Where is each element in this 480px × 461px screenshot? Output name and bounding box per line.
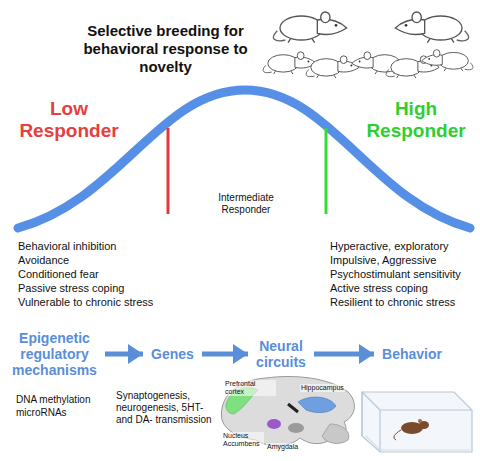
region-label: Hippocampus: [300, 384, 345, 392]
drawing-part: [422, 50, 473, 71]
trait-item: Hyperactive, exploratory: [330, 240, 478, 253]
flow-arrow: [202, 352, 248, 357]
flow-arrow: [314, 352, 374, 357]
trait-item: Behavioral inhibition: [18, 240, 168, 253]
region-label: Prefrontal cortex: [224, 380, 276, 396]
drawing-part: [366, 436, 470, 450]
region-label: Nucleus Accumbens: [222, 432, 264, 448]
region-label: Amygdala: [266, 443, 299, 451]
title-text: Selective breeding for behavioral respon…: [78, 22, 253, 76]
drawing-part: [418, 419, 422, 423]
stage-node: Neural circuits: [254, 338, 308, 370]
drawing-part: [322, 424, 349, 443]
drawing-part: [288, 423, 304, 433]
rat-group: [263, 12, 473, 78]
drawing-part: [288, 404, 298, 412]
stage-node: Genes: [149, 346, 196, 362]
mechanism-item: DNA methylation: [16, 394, 116, 406]
group-heading: High Responder: [358, 98, 474, 142]
drawing-part: [298, 397, 336, 413]
mechanism-item: microRNAs: [16, 407, 116, 419]
drawing-part: [273, 12, 346, 43]
test-cage: [362, 392, 472, 452]
stage-text: Epigenetic regulatory mechanisms: [10, 330, 99, 378]
group-heading: Low Responder: [10, 98, 128, 142]
trait-item: Avoidance: [18, 254, 168, 267]
stage-text: Behavior: [380, 346, 444, 362]
drawing-part: [395, 12, 468, 43]
stage-text: Neural circuits: [254, 338, 308, 370]
stage-node: Epigenetic regulatory mechanisms: [10, 330, 99, 378]
mouse-figure: [394, 419, 429, 440]
trait-item: Impulsive, Aggressive: [330, 254, 478, 267]
trait-item: Psychostimulant sensitivity: [330, 268, 478, 281]
trait-item: Active stress coping: [330, 282, 478, 295]
drawing-part: [394, 430, 401, 440]
group-heading: Intermediate Responder: [206, 192, 286, 216]
high-cutoff-line: [325, 128, 328, 214]
trait-item: Vulnerable to chronic stress: [18, 296, 178, 309]
flow-arrow: [105, 352, 143, 357]
drawing-part: [362, 392, 472, 452]
trait-item: Conditioned fear: [18, 268, 168, 281]
drawing-part: [362, 392, 472, 452]
drawing-part: [267, 419, 281, 429]
trait-item: Passive stress coping: [18, 282, 168, 295]
stage-node: Behavior: [380, 346, 444, 362]
drawing-part: [306, 56, 359, 78]
low-cutoff-line: [167, 128, 170, 214]
gene-function-text: Synaptogenesis, neurogenesis, 5HT- and D…: [116, 390, 216, 426]
stage-text: Genes: [149, 346, 196, 362]
trait-item: Resilient to chronic stress: [330, 296, 478, 309]
